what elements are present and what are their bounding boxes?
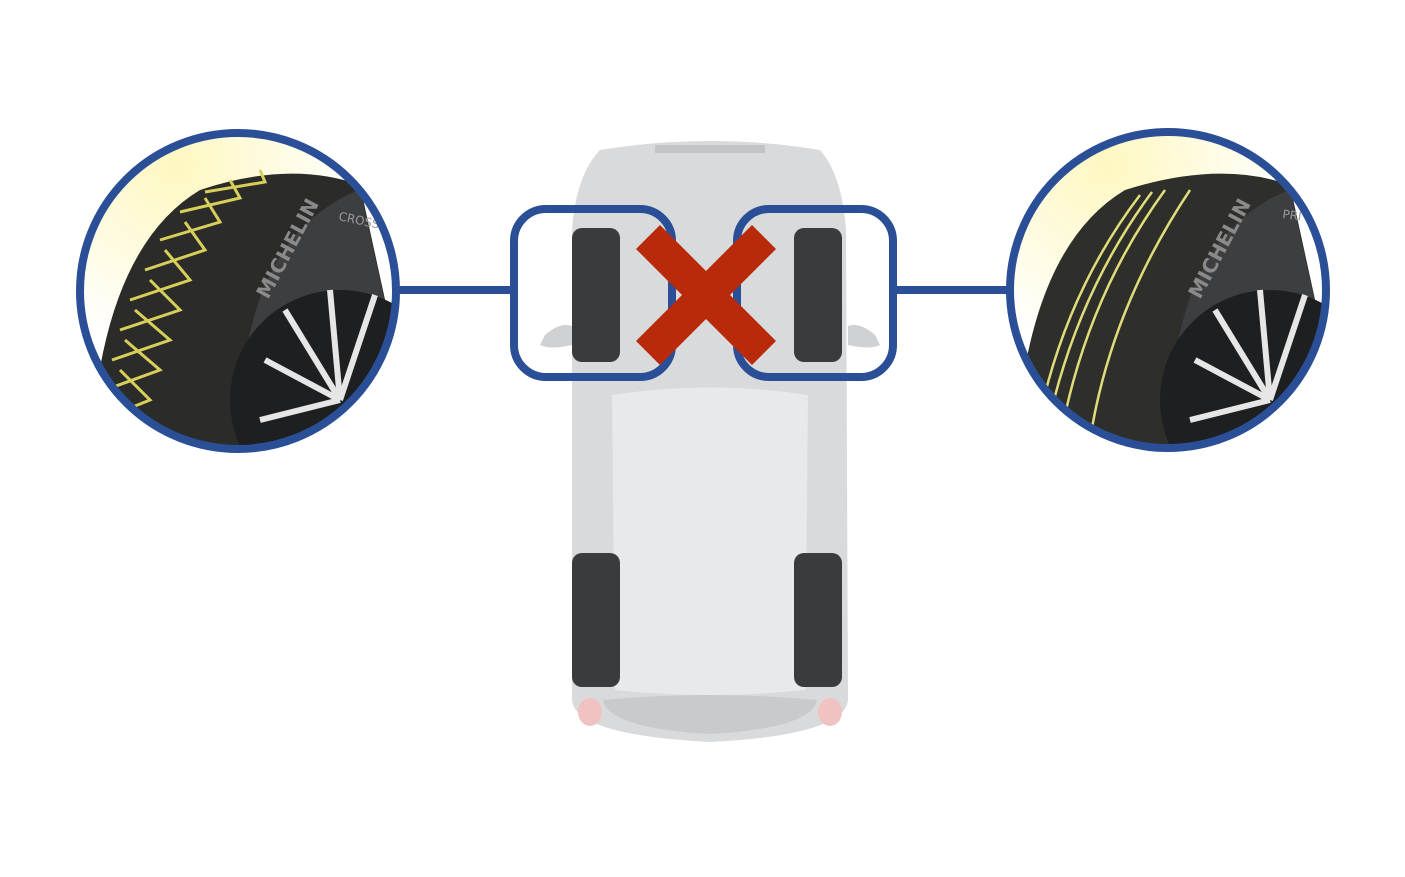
front-left-wheel-frame <box>510 205 676 381</box>
car-top-view <box>540 141 880 742</box>
front-right-wheel-frame <box>733 205 897 381</box>
front-right-wheel <box>794 228 842 362</box>
left-tire-closeup: MICHELIN CROSSC <box>76 129 400 453</box>
x-mark-icon <box>636 225 776 365</box>
right-tire-model: PRI <box>1282 207 1303 224</box>
front-left-wheel <box>572 228 620 362</box>
rear-right-wheel <box>794 553 842 687</box>
right-tire-closeup: MICHELIN PRI <box>1006 128 1330 452</box>
rear-left-wheel <box>572 553 620 687</box>
